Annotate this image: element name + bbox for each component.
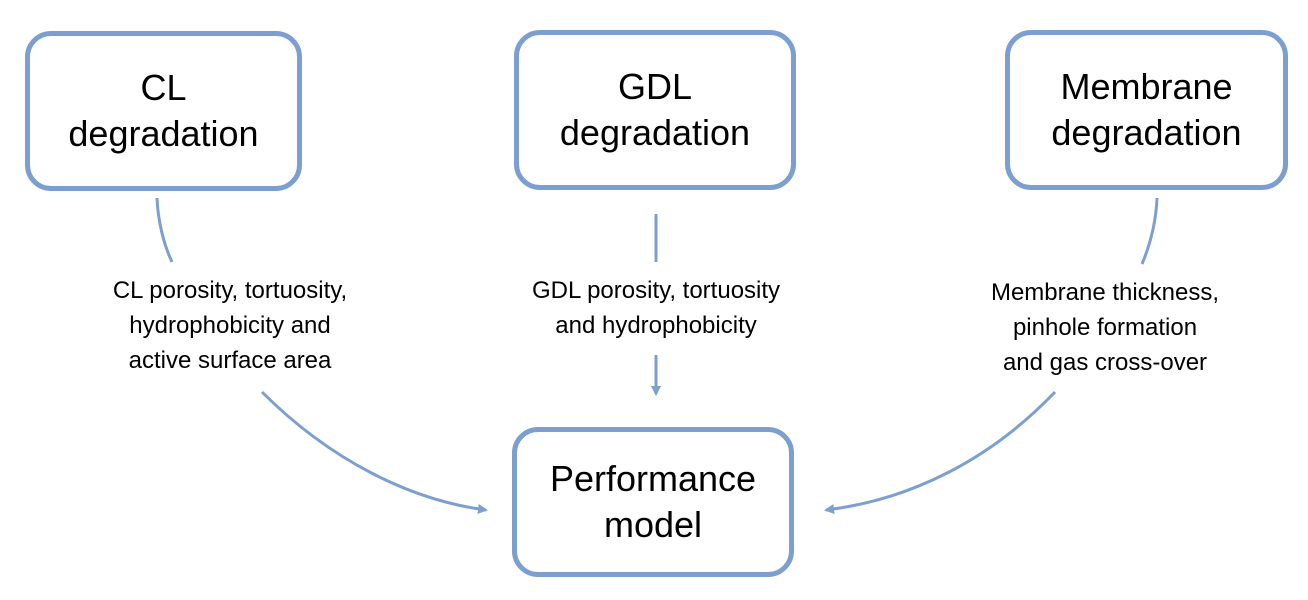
performance-model-node: Performance model — [512, 427, 794, 577]
membrane-edge-label: Membrane thickness, pinhole formation an… — [940, 275, 1270, 380]
membrane-edge-line3: and gas cross-over — [1002, 349, 1208, 376]
cl-edge-line2: hydrophobicity and — [129, 312, 331, 339]
cl-edge-line3: active surface area — [128, 347, 332, 374]
cl-edge-line1: CL porosity, tortuosity, — [112, 277, 348, 304]
performance-node-line2: model — [603, 504, 703, 545]
membrane-edge-line2: pinhole formation — [1012, 314, 1198, 341]
membrane-edge-line1: Membrane thickness, — [990, 279, 1220, 306]
cl-connector-upper — [155, 197, 174, 263]
gdl-degradation-node: GDL degradation — [514, 30, 796, 190]
cl-arrow — [260, 390, 488, 514]
cl-node-line2: degradation — [68, 113, 259, 154]
gdl-edge-label: GDL porosity, tortuosity and hydrophobic… — [466, 273, 846, 343]
cl-degradation-node: CL degradation — [25, 31, 302, 191]
gdl-node-line1: GDL — [617, 66, 693, 107]
membrane-arrow — [824, 390, 1057, 515]
cl-node-line1: CL — [140, 67, 187, 108]
membrane-connector-upper — [1140, 197, 1159, 265]
gdl-edge-line1: GDL porosity, tortuosity — [531, 277, 781, 304]
performance-node-line1: Performance — [549, 458, 757, 499]
membrane-node-line1: Membrane — [1060, 66, 1233, 107]
gdl-node-line2: degradation — [559, 112, 751, 153]
gdl-edge-line2: and hydrophobicity — [555, 312, 757, 339]
membrane-degradation-node: Membrane degradation — [1005, 30, 1288, 190]
cl-edge-label: CL porosity, tortuosity, hydrophobicity … — [60, 273, 400, 378]
membrane-node-line2: degradation — [1051, 112, 1242, 153]
